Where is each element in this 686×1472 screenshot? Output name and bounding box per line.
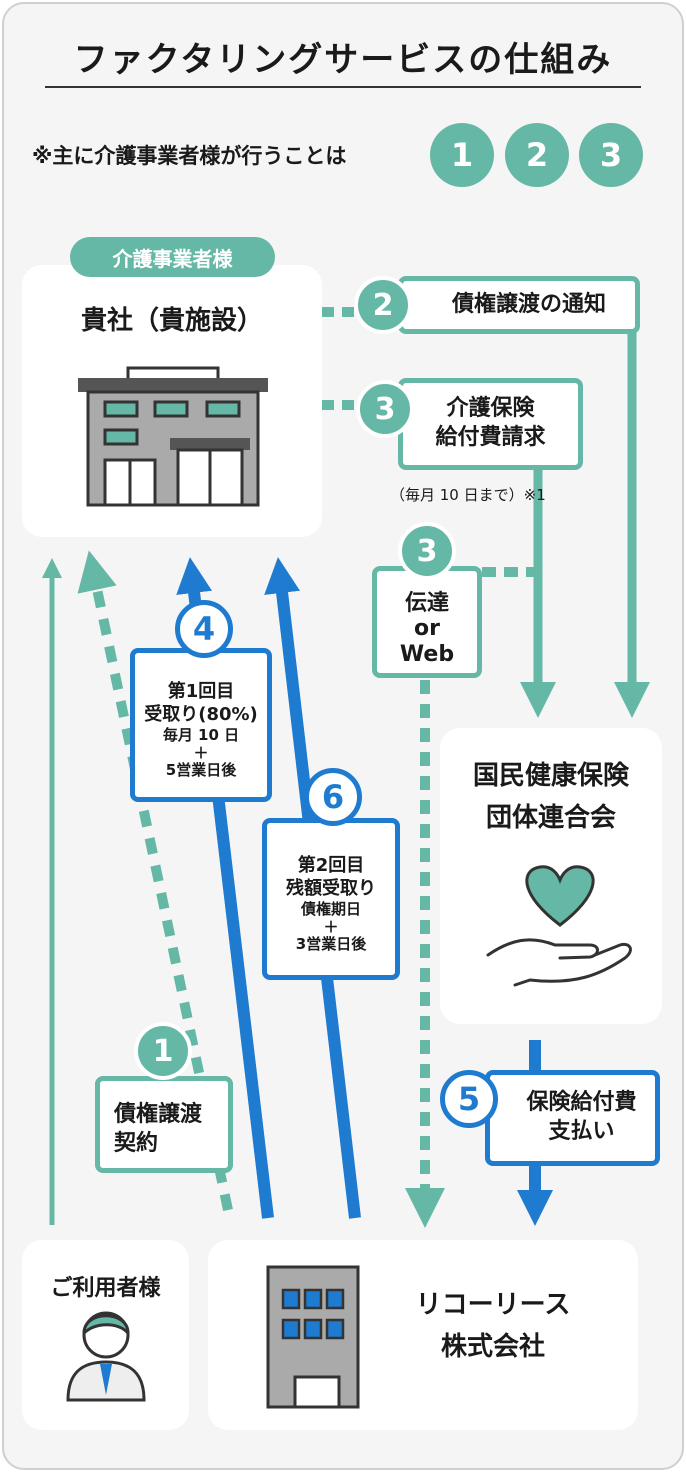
step4-badge: 4 (175, 600, 233, 658)
step6-badge: 6 (304, 768, 362, 826)
note-step-1: 1 (430, 123, 494, 187)
company-name: 貴社（貴施設） (80, 306, 263, 336)
step2-badge: 2 (354, 276, 412, 334)
note-text: ※主に介護事業者様が行うことは (32, 144, 347, 168)
step6-box: 第2回目残額受取り債権期日＋3営業日後 (262, 818, 400, 980)
office-building-icon (266, 1265, 360, 1409)
step3-badge: 3 (356, 380, 414, 438)
page-title: ファクタリングサービスの仕組み (73, 40, 613, 80)
step1-box: 債権譲渡契約 (95, 1076, 233, 1173)
building-icon (78, 366, 268, 507)
user-label: ご利用者様 (50, 1276, 161, 1301)
heart-hand-icon (486, 865, 632, 987)
user-avatar-icon (66, 1311, 146, 1402)
transmit-badge: 3 (398, 522, 456, 580)
contract-arrow (77, 550, 233, 1212)
note-step-3: 3 (579, 123, 643, 187)
step5-badge: 5 (440, 1070, 498, 1128)
step3-note: （毎月 10 日まで）※1 (390, 486, 546, 504)
step4-box: 第1回目受取り(80%)毎月 10 日＋5営業日後 (130, 648, 272, 802)
ricoh-name: リコーリース株式会社 (415, 1290, 571, 1362)
step2-box: 債権譲渡の通知 (398, 276, 640, 334)
note-step-2: 2 (505, 123, 569, 187)
kokuho-name: 国民健康保険団体連合会 (472, 761, 629, 833)
step3-box: 介護保険給付費請求 (398, 378, 583, 470)
step5-box: 保険給付費支払い (485, 1070, 660, 1166)
company-badge: 介護事業者様 (70, 237, 275, 277)
step1-badge: 1 (134, 1022, 192, 1080)
title-underline (45, 86, 641, 88)
